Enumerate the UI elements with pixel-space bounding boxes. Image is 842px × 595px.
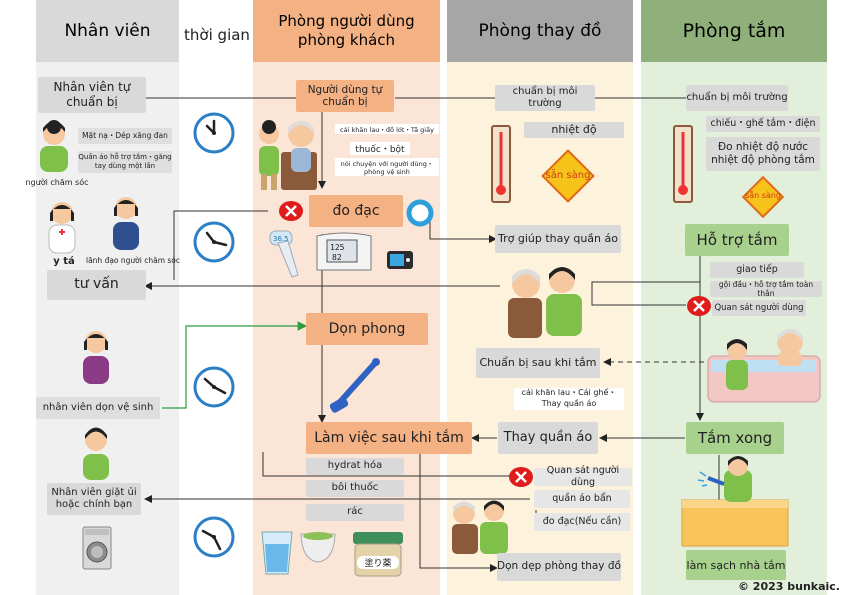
- care-leader-figure-icon: [113, 197, 139, 250]
- care-leader-label: lãnh đạo người chăm sóc: [86, 256, 181, 265]
- user-hydrate-box: hydrat hóa: [306, 458, 404, 475]
- changing-observe-box: Quan sát người dùng: [534, 465, 632, 488]
- pulse-oximeter-ring-icon: [406, 199, 434, 227]
- bath-env-prep-box: chuẩn bị môi trường: [686, 85, 788, 111]
- line-measure-consult: [173, 210, 268, 280]
- nurse-figure-icon: [48, 202, 76, 254]
- user-clean-box: Dọn phong: [306, 313, 428, 345]
- bath-wash-box: gội đầu・hỗ trợ tắm toàn thân: [710, 280, 822, 298]
- clock-icon-1: [193, 112, 235, 154]
- copyright: © 2023 bunkaic.: [737, 580, 840, 593]
- changing-ready-label: sẵn sàng: [545, 170, 591, 181]
- changing-clothes-box: Thay quần áo: [498, 422, 598, 454]
- svg-text:82: 82: [332, 253, 342, 262]
- arrow-to-help-undress: [429, 211, 497, 243]
- clock-icon-2: [193, 221, 235, 263]
- vacuum-cleaner-icon: [329, 358, 380, 413]
- bath-ready-label: sẵn sàng: [745, 191, 781, 200]
- bath-clean-box: làm sạch nhà tắm: [686, 550, 786, 580]
- changing-temperature-box: nhiệt độ: [524, 122, 624, 138]
- user-measure-box: đo đạc: [309, 195, 403, 227]
- changing-prep-items: cái khăn lau・Cái ghế・Thay quần áo: [514, 388, 624, 410]
- thermometer-icon-changing: [491, 125, 511, 203]
- staff-cleaner-box: nhân viên dọn vệ sinh: [36, 397, 160, 419]
- caregiver-label: người chăm sóc: [25, 178, 89, 187]
- bath-measure-temp-box: Đo nhiệt độ nước nhiệt độ phòng tắm: [706, 137, 820, 171]
- changing-help-undress-box: Trợ giúp thay quần áo: [495, 225, 621, 253]
- arrow-to-cleanup: [419, 452, 498, 572]
- washing-machine-icon: [82, 526, 112, 570]
- user-items-talk: nói chuyện với người dùng・phòng vệ sinh: [335, 158, 439, 176]
- bath-items-box: chiếu・ghế tắm・điện: [706, 116, 820, 132]
- ready-sign-icon-bath: [741, 175, 785, 219]
- svg-text:36.5: 36.5: [273, 235, 289, 243]
- changing-dirty-clothes-box: quần áo bẩn: [534, 490, 630, 508]
- water-glass-icon: [261, 531, 293, 575]
- caregiver-dressing-illustration: [452, 500, 508, 554]
- time-column-header: thời gian: [184, 26, 250, 44]
- stop-x-icon-1: [279, 201, 303, 221]
- caregiver-elder-illustration: [259, 120, 317, 190]
- changing-measure-if-box: đo đạc(Nếu cần): [534, 513, 630, 531]
- user-room-column-header: Phòng người dùng phòng khách: [253, 0, 440, 62]
- bathroom-column-header: Phòng tắm: [641, 0, 827, 62]
- tea-cup-icon: [300, 532, 336, 563]
- staff-column-header: Nhân viên: [36, 0, 179, 62]
- bath-communicate-box: giao tiếp: [710, 262, 804, 278]
- ointment-jar-icon: [353, 532, 403, 577]
- line-observe-bath: [591, 281, 700, 306]
- svg-text:125: 125: [330, 243, 345, 252]
- caregiver-tip-mask: Mặt nạ・Dép xăng đan: [78, 128, 172, 144]
- staff-self-prep-box: Nhân viên tự chuẩn bị: [38, 77, 146, 113]
- blood-pressure-monitor-icon: 125 82: [316, 232, 372, 271]
- changing-room-column-header: Phòng thay đồ: [447, 0, 633, 62]
- user-items-towel: cái khăn lau・đồ lót・Tã giấy: [335, 124, 439, 134]
- line-to-observe: [262, 452, 510, 477]
- ointment-jar-label: 塗り薬: [357, 556, 399, 569]
- user-after-bath-box: Làm việc sau khi tắm: [306, 422, 472, 454]
- changing-prep-after-box: Chuẩn bị sau khi tắm: [476, 348, 600, 378]
- nurse-label: y tá: [53, 256, 75, 267]
- staff-consult-box: tư vấn: [47, 270, 146, 300]
- bath-observe-box: Quan sát người dùng: [712, 300, 806, 316]
- caregiver-figure-icon: [40, 120, 68, 172]
- user-medicine-box: bôi thuốc: [306, 480, 404, 497]
- thermometer-gun-icon: 36.5: [269, 230, 299, 278]
- green-arrow-cleaner: [162, 321, 308, 409]
- cleaner-figure-icon: [83, 331, 109, 384]
- bath-cleaning-illustration: [681, 456, 789, 547]
- bathing-illustration: [707, 329, 821, 403]
- ready-sign-icon-changing: [541, 149, 595, 203]
- bath-done-box: Tắm xong: [686, 422, 784, 454]
- caregiver-tip-clothes: Quần áo hỗ trợ tắm・găng tay dùng một lần: [78, 151, 172, 173]
- laundry-staff-figure-icon: [83, 427, 109, 480]
- user-items-medicine: thuốc・bột: [350, 142, 410, 155]
- clock-icon-4: [193, 516, 235, 558]
- thermometer-icon-bath: [673, 125, 693, 203]
- user-trash-box: rác: [306, 504, 404, 521]
- stop-x-icon-3: [687, 296, 711, 316]
- changing-env-prep-box: chuẩn bị môi trường: [495, 85, 595, 111]
- changing-cleanup-box: Dọn dẹp phòng thay đồ: [497, 553, 621, 581]
- stop-x-icon-2: [509, 467, 533, 487]
- bath-assist-box: Hỗ trợ tắm: [685, 224, 789, 256]
- user-self-prep-box: Người dùng tự chuẩn bị: [296, 80, 394, 112]
- oximeter-icon: [387, 251, 413, 269]
- clock-icon-3: [193, 366, 235, 408]
- caregiver-undress-illustration: [508, 267, 582, 338]
- staff-laundry-box: Nhân viên giặt ủi hoặc chính bạn: [47, 483, 141, 515]
